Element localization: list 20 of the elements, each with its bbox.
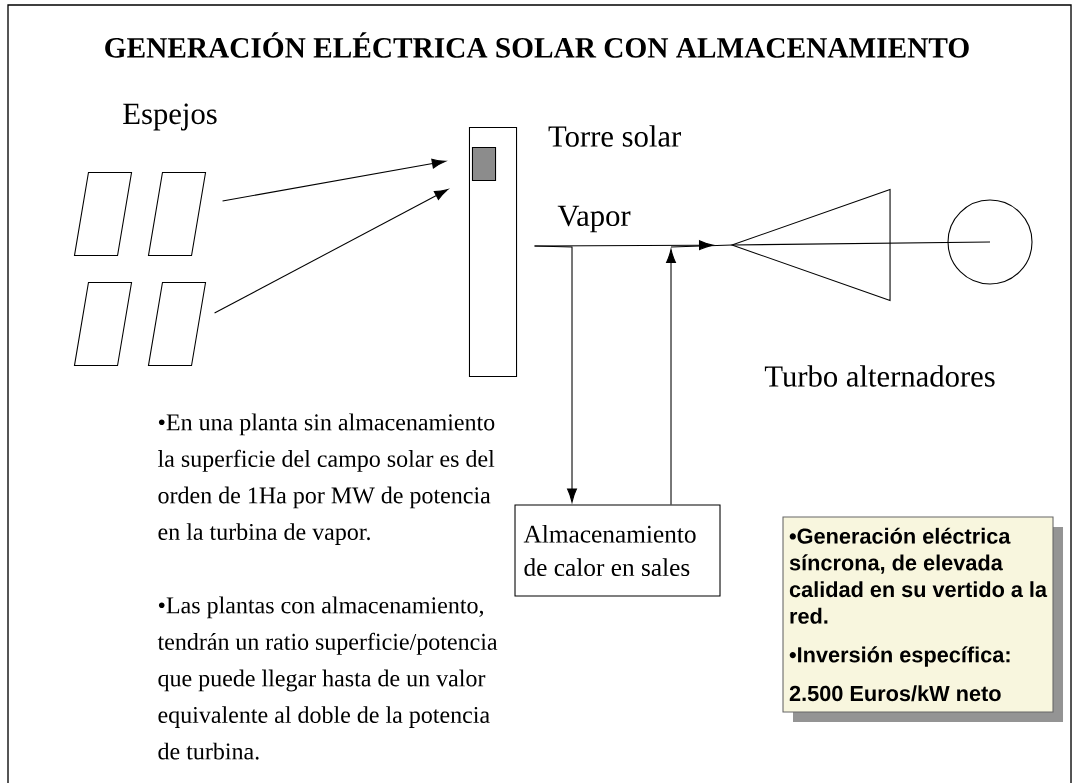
arrow — [222, 158, 446, 202]
note-text: •En una planta sin almacenamiento la superficie del campo solar es del orden de 1Ha por MW de potencia en la turbina de vapor. — [158, 413, 495, 545]
generator-symbol — [947, 199, 1033, 285]
component-label: Turbo alternadores — [764, 365, 995, 387]
mirror — [147, 171, 207, 257]
mirror — [73, 171, 133, 257]
group-label: Espejos — [123, 103, 217, 131]
tower — [468, 126, 518, 378]
edge-label: Vapor — [557, 205, 631, 233]
arrow — [534, 245, 577, 503]
info-box: •Generación eléctrica síncrona, de elevada calidad en su vertido a la red. •Inversión específica: 2.500 Euros/kW neto — [782, 516, 1063, 722]
title: GENERACIÓN ELÉCTRICA SOLAR CON ALMACENAMIENTO — [105, 32, 969, 58]
component-label: Torre solar — [548, 125, 681, 147]
mirror — [147, 281, 207, 367]
receiver — [471, 146, 497, 182]
storage-box: Almacenamiento de calor en sales — [514, 504, 721, 597]
note-text: •Las plantas con almacenamiento, tendrán un ratio superficie/potencia que puede llegar hasta de un valor equivalente al doble de la potencia de turbina. — [157, 596, 498, 760]
arrow — [666, 248, 676, 505]
arrow — [214, 188, 449, 314]
mirror — [73, 281, 133, 367]
